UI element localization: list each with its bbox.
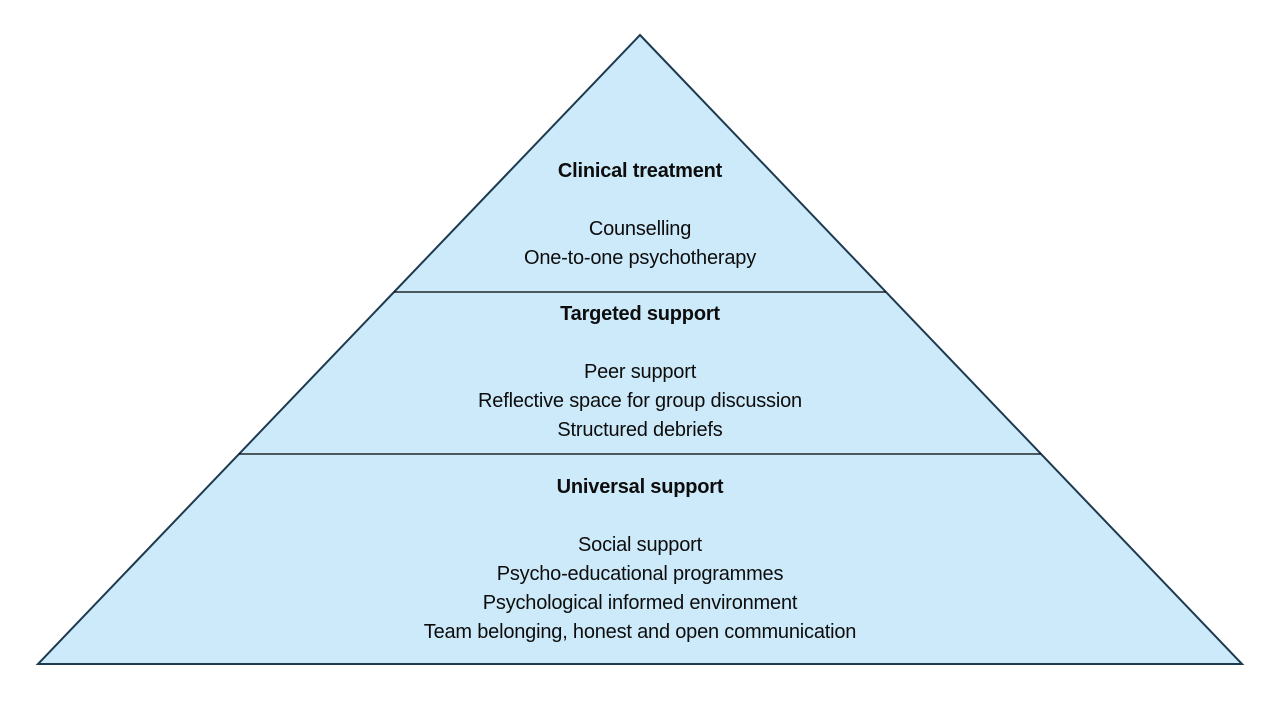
tier-targeted-item: Reflective space for group discussion <box>478 390 802 412</box>
tier-universal-item: Psychological informed environment <box>482 592 798 614</box>
tier-clinical-item: Counselling <box>588 218 692 240</box>
tier-targeted-item: Peer support <box>583 361 697 383</box>
tier-universal-item: Psycho-educational programmes <box>496 563 784 585</box>
pyramid-outline <box>35 33 1245 665</box>
tier-clinical-treatment: Clinical treatment Counselling One-to-on… <box>0 157 1280 273</box>
tier-clinical-item: One-to-one psychotherapy <box>523 247 756 269</box>
tier-universal-title: Universal support <box>556 476 724 498</box>
tier-universal-item: Social support <box>578 534 702 556</box>
tier-universal-support: Universal support Social support Psycho-… <box>0 473 1280 647</box>
tier-universal-item: Team belonging, honest and open communic… <box>423 621 857 643</box>
tier-targeted-title: Targeted support <box>560 303 720 325</box>
tier-clinical-title: Clinical treatment <box>557 160 723 182</box>
tier-targeted-item: Structured debriefs <box>557 419 723 441</box>
tier-targeted-support: Targeted support Peer support Reflective… <box>0 300 1280 445</box>
